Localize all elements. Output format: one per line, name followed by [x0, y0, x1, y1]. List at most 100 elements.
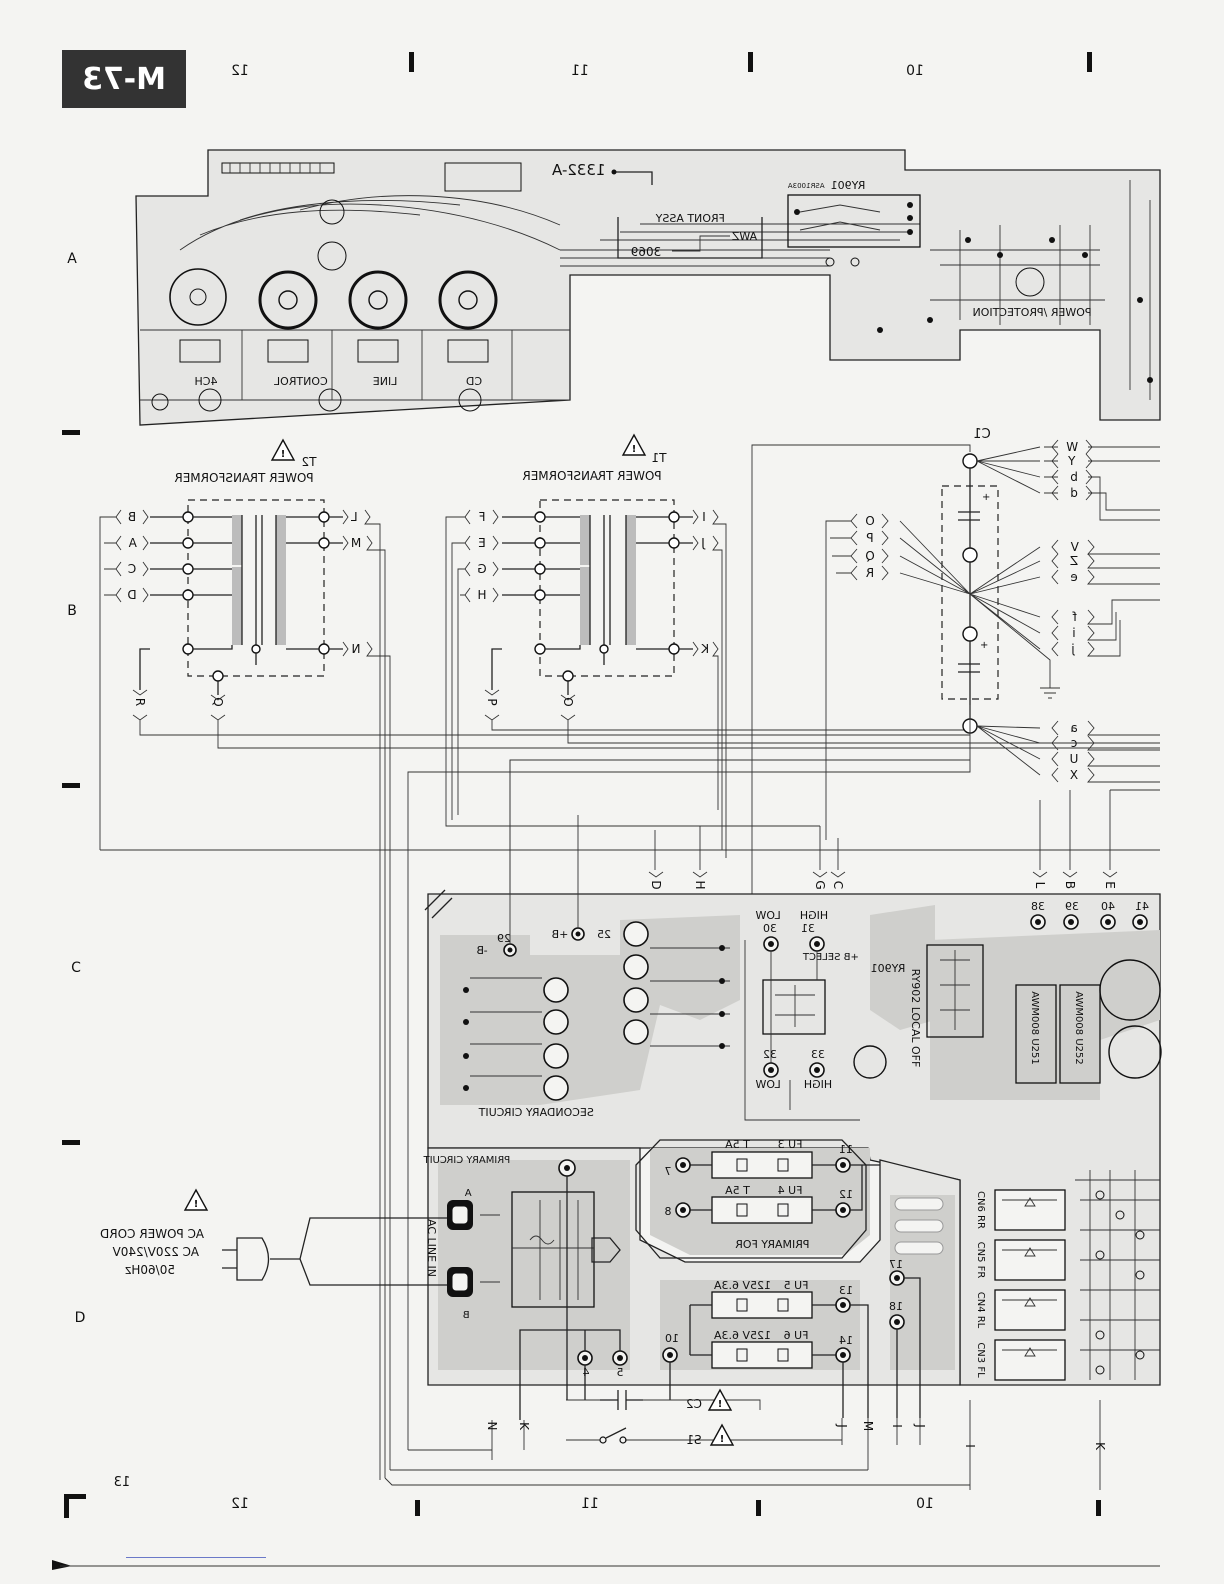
ruler-tick	[409, 52, 414, 72]
fu4-rating: T 5A	[725, 1184, 751, 1197]
row-label-a: A	[67, 251, 77, 267]
low-label-top: LOW	[755, 909, 780, 922]
s1-label: S1	[686, 1433, 701, 1447]
c1-right-i: i	[1072, 626, 1075, 640]
t2-left-d: D	[127, 588, 136, 602]
c1-left-r: R	[866, 566, 874, 580]
svg-text:+: +	[980, 640, 988, 651]
column-label-10-top: 10	[906, 63, 924, 79]
bottom-j2: J	[913, 1423, 927, 1428]
node-8-label: 8	[665, 1205, 672, 1218]
cn6-label: CN6 RR	[975, 1191, 986, 1229]
node-13-label: 13	[839, 1284, 853, 1297]
warning-icon	[709, 1423, 735, 1446]
row-label-c: C	[71, 960, 81, 976]
ac-cord-line3: 50/60Hz	[125, 1263, 175, 1277]
t1-bottom-p: P	[485, 698, 499, 705]
node-7-label: 7	[665, 1165, 672, 1178]
module-u252: AWM008 U252	[1073, 991, 1084, 1064]
connector-c1: C1 + +	[899, 427, 1060, 776]
t2-right-m: M	[351, 536, 361, 550]
fu3-label: FU 3	[778, 1138, 803, 1151]
warning-icon	[270, 438, 296, 461]
transformer-t2: ! T2 POWER TRANSFORMER	[139, 438, 343, 695]
t2-right-l: L	[351, 510, 358, 524]
page-number: 13	[114, 1475, 131, 1490]
relay-ry901-lower: RY901	[871, 962, 906, 975]
primary-for-label: PRIMARY FOR	[735, 1238, 810, 1251]
c1-right-e: e	[1070, 570, 1077, 584]
front-relay-label: RY901	[831, 179, 866, 192]
c1-top-b: b	[1070, 470, 1078, 484]
ruler-tick	[756, 1500, 761, 1516]
node-14-label: 14	[839, 1334, 853, 1347]
t2-left-a: A	[128, 536, 137, 550]
line-a-label: A	[465, 1188, 472, 1199]
awz-label: AWZ	[731, 230, 757, 243]
fu5-label: FU 5	[784, 1279, 809, 1292]
front-assy-box: FRONT ASSY AWZ 3069	[617, 212, 763, 259]
s1-switch: !	[599, 1423, 735, 1446]
harness-c: C	[831, 881, 845, 889]
node-39-label: 39	[1065, 900, 1079, 913]
speaker-connectors	[994, 1170, 1160, 1381]
line-b-label: B	[463, 1310, 470, 1321]
corner-mark	[64, 1494, 86, 1518]
c1-right-v: V	[1070, 540, 1079, 554]
svg-text:!: !	[281, 449, 286, 460]
node-30-label: 30	[763, 922, 777, 935]
column-label-12-bottom: 12	[231, 1496, 249, 1512]
secondary-capacitors	[463, 921, 730, 1101]
t1-right-i: I	[702, 510, 706, 524]
warning-icon	[183, 1188, 209, 1211]
lower-board	[424, 889, 1161, 1386]
node-10-label: 10	[665, 1332, 679, 1345]
fu6-rating: 125V 6.3A	[713, 1329, 771, 1342]
cn5-label: CN5 FR	[975, 1242, 986, 1279]
c1-left-p: P	[866, 531, 873, 545]
harness-drops	[654, 789, 1160, 870]
node-33-label: 33	[811, 1048, 825, 1061]
t2-left-b: B	[128, 510, 136, 524]
node-18-label: 18	[889, 1300, 903, 1313]
secondary-circuit-label: SECONDARY CIRCUIT	[478, 1106, 593, 1119]
row-label-b: B	[67, 603, 77, 619]
column-label-11-top: 11	[571, 63, 589, 79]
model-badge	[62, 50, 186, 108]
bottom-n: N	[485, 1422, 499, 1431]
c1-right-f: f	[1072, 610, 1077, 624]
relay-ry901-front	[787, 194, 921, 248]
harness-g: G	[813, 880, 827, 889]
t1-left-e: E	[478, 536, 486, 550]
ac-power-cord: !	[183, 1188, 447, 1286]
harness-e: E	[1103, 881, 1117, 889]
bottom-i: I	[890, 1424, 904, 1428]
footer-arrow	[52, 1560, 72, 1570]
node-5-label: 5	[617, 1366, 624, 1379]
warning-icon	[621, 433, 647, 456]
fu4-label: FU 4	[778, 1184, 803, 1197]
bottom-k: K	[517, 1422, 531, 1431]
high-label-top: HIGH	[800, 909, 828, 922]
primary-circuit-label: PRIMARY CIRCUIT	[423, 1155, 511, 1166]
t2-name: POWER TRANSFORMER	[174, 471, 313, 485]
svg-text:+: +	[982, 492, 990, 503]
front-assy-label: FRONT ASSY	[655, 212, 725, 225]
selector-4ch: 4CH	[195, 375, 218, 388]
c1-left-q: Q	[865, 549, 874, 563]
fuse-block-secondary	[662, 1291, 851, 1369]
fu3-rating: T 5A	[725, 1138, 751, 1151]
c1-right-j: j	[1071, 642, 1075, 656]
cn4-label: CN4 RL	[975, 1292, 986, 1329]
ruler-tick	[62, 783, 80, 788]
svg-text:!: !	[720, 1434, 725, 1445]
t1-left-h: H	[477, 588, 486, 602]
t1-left-f: F	[479, 510, 486, 524]
t2-bottom-q: Q	[211, 697, 225, 706]
footer-link-underline[interactable]	[126, 1557, 266, 1558]
module-u251: AWM008 U251	[1029, 991, 1040, 1064]
ruler-tick	[415, 1500, 420, 1516]
node-31-label: 31	[801, 922, 815, 935]
node-29-label: 29	[497, 932, 511, 945]
front-relay-part: ASR1003A	[788, 182, 825, 190]
